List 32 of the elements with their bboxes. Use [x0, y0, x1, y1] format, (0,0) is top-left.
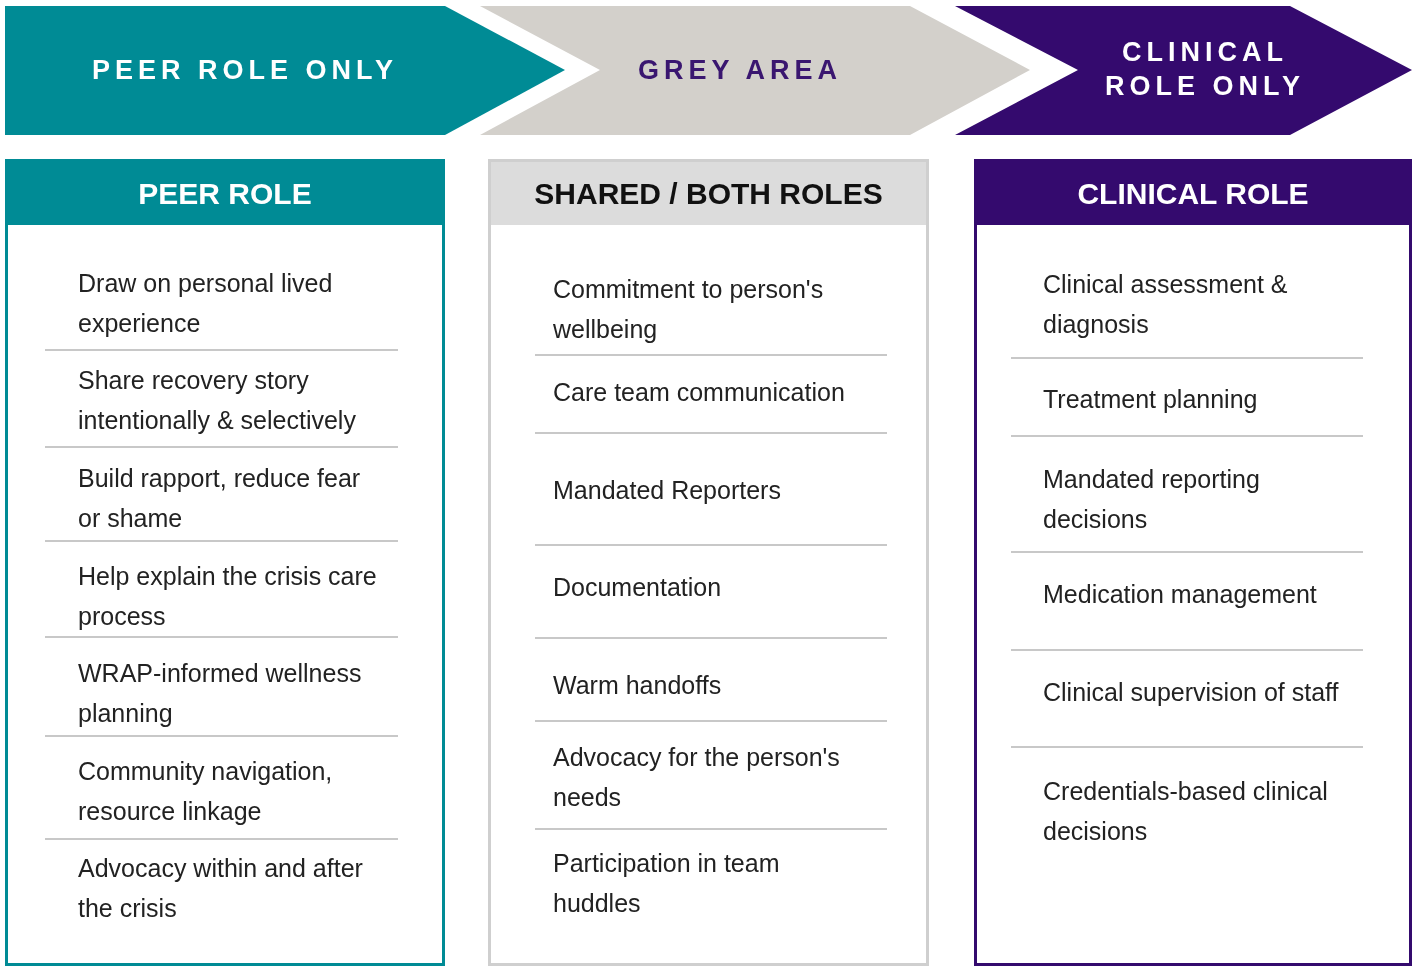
column-panel — [974, 159, 1412, 966]
role-item: Care team communication — [553, 377, 846, 408]
role-item: Mandated reporting decisions — [1043, 464, 1261, 535]
role-item: Build rapport, reduce fear or shame — [78, 463, 362, 534]
role-item: WRAP-informed wellness planning — [78, 658, 363, 729]
role-item: Warm handoffs — [553, 670, 723, 701]
column-title: CLINICAL ROLE — [1077, 176, 1309, 211]
chevron-label: PEER ROLE ONLY — [90, 54, 400, 87]
chevron-banner — [955, 6, 1414, 136]
column-panel — [488, 159, 929, 966]
role-item: Advocacy within and after the crisis — [78, 853, 364, 924]
role-item: Advocacy for the person's needs — [553, 742, 841, 813]
role-item: Credentials-based clinical decisions — [1043, 776, 1329, 847]
role-item: Community navigation, resource linkage — [78, 756, 334, 827]
role-item: Help explain the crisis care process — [78, 561, 378, 632]
column-title: PEER ROLE — [138, 176, 312, 211]
role-item: Mandated Reporters — [553, 475, 782, 506]
role-item: Clinical supervision of staff — [1043, 677, 1340, 708]
role-item: Medication management — [1043, 579, 1318, 610]
role-item: Participation in team huddles — [553, 848, 781, 919]
role-item: Draw on personal lived experience — [78, 268, 334, 339]
column-title: SHARED / BOTH ROLES — [534, 176, 883, 211]
role-item: Clinical assessment & diagnosis — [1043, 269, 1289, 340]
role-item: Documentation — [553, 572, 723, 603]
chevron-label: CLINICAL ROLE ONLY — [1104, 36, 1306, 103]
chevron-label: GREY AREA — [636, 54, 843, 87]
role-item: Treatment planning — [1043, 384, 1259, 415]
role-item: Commitment to person's wellbeing — [553, 274, 825, 345]
role-item: Share recovery story intentionally & selectively — [78, 365, 357, 436]
chevron-banner — [480, 6, 1032, 136]
column-panel — [5, 159, 445, 966]
chevron-banner — [5, 6, 567, 136]
